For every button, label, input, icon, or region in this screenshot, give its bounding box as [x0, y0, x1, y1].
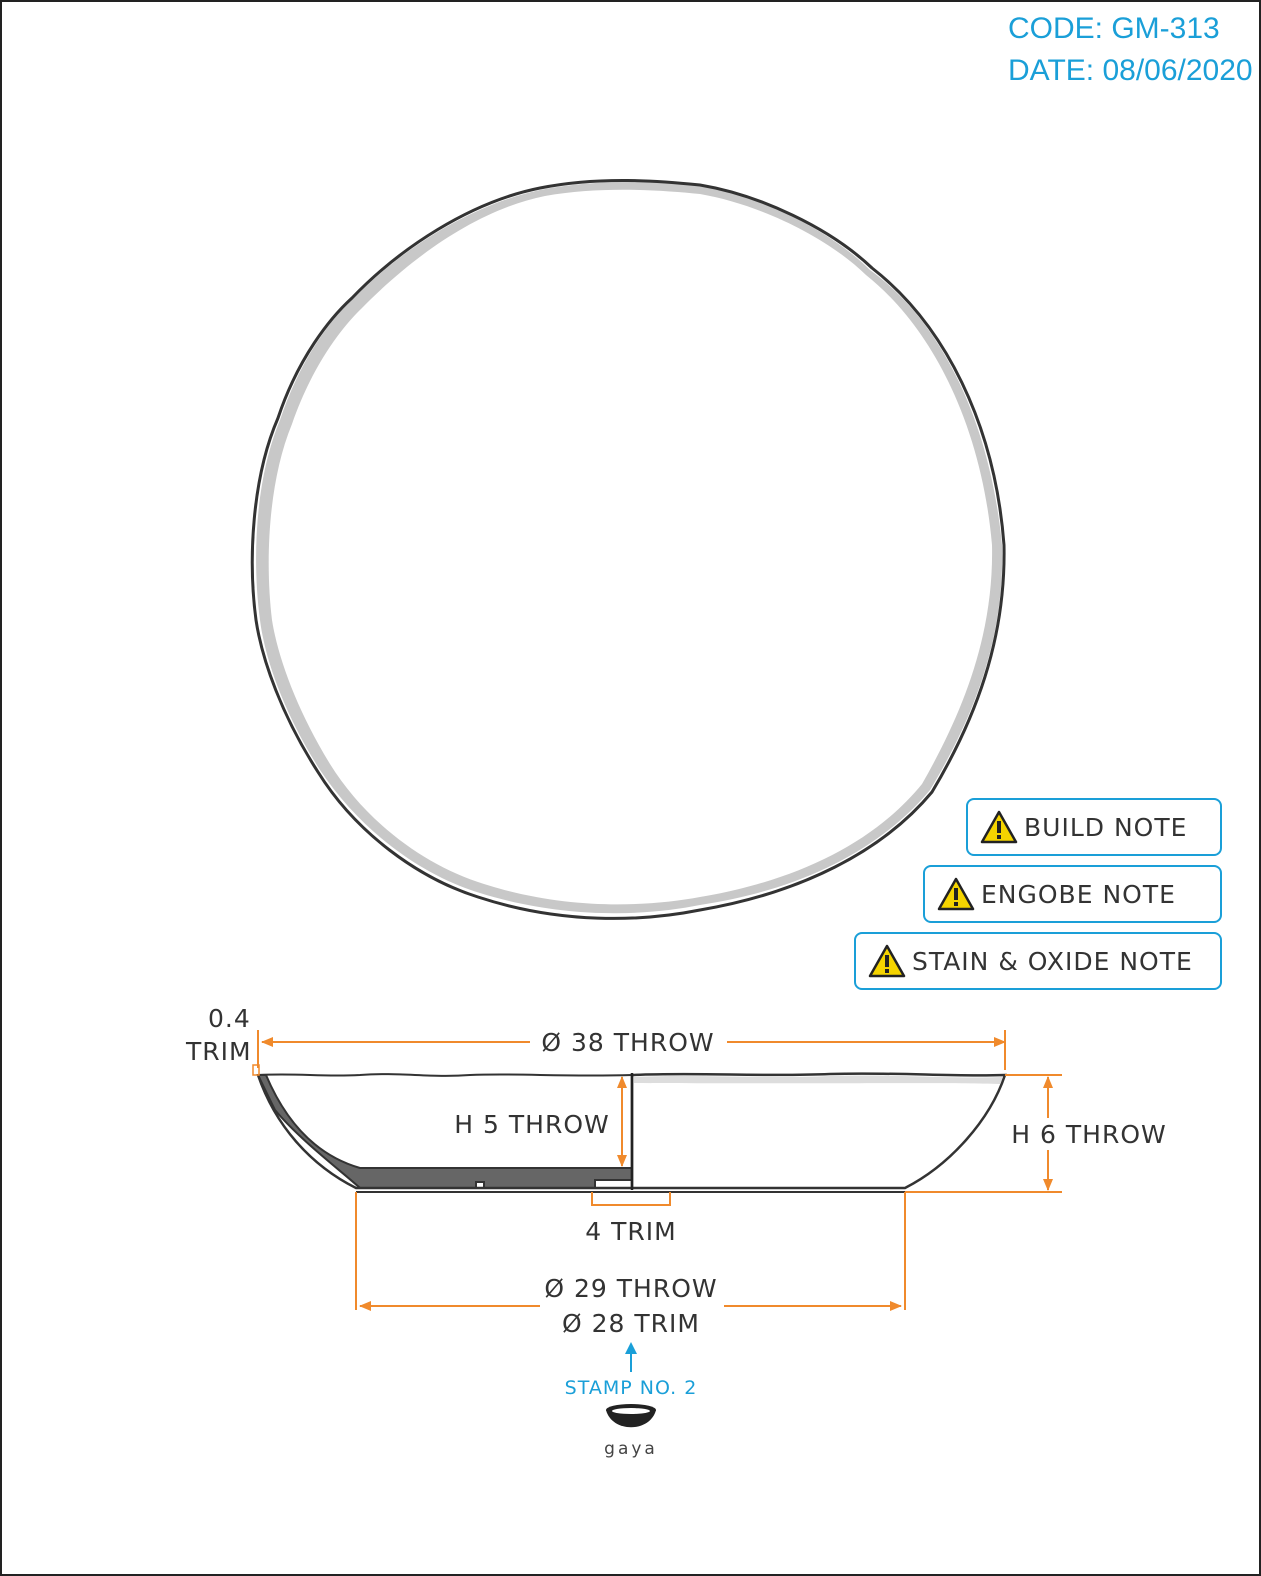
dim-foot-trim	[591, 1192, 671, 1206]
top-view	[250, 178, 1006, 920]
plate-exterior-right	[630, 1072, 1007, 1190]
rim-trim-marker	[252, 1064, 260, 1076]
height-inner-label: H 5 THROW	[454, 1110, 609, 1139]
height-outer-label: H 6 THROW	[1011, 1120, 1166, 1149]
stamp-arrow-head	[625, 1342, 637, 1354]
rim-line-left	[257, 1073, 633, 1077]
diameter-base-trim-label: Ø 28 TRIM	[562, 1309, 700, 1338]
engobe-note-label: ENGOBE NOTE	[981, 879, 1176, 909]
foot-trim-label: 4 TRIM	[585, 1217, 676, 1246]
rim-trim-value: 0.4	[208, 1004, 251, 1033]
stain-oxide-note-button[interactable]: STAIN & OXIDE NOTE	[854, 932, 1222, 990]
engobe-note-button[interactable]: ENGOBE NOTE	[923, 865, 1222, 923]
dimension-labels: 0.4 TRIM Ø 38 THROW H 5 THROW H 6 THROW …	[185, 1004, 1166, 1338]
stamp-label: STAMP NO. 2	[565, 1377, 698, 1399]
warning-icon	[868, 944, 906, 978]
build-note-button[interactable]: BUILD NOTE	[966, 798, 1222, 856]
bowl-logo-inner	[612, 1408, 650, 1414]
plate-inner-face	[268, 189, 993, 905]
rim-trim-unit: TRIM	[185, 1037, 252, 1066]
diameter-base-throw-label: Ø 29 THROW	[544, 1274, 717, 1303]
logo-text: gaya	[604, 1439, 658, 1459]
plate-top-outline	[250, 178, 1006, 920]
stamp-callout: STAMP NO. 2 gaya	[565, 1342, 698, 1459]
dimensions	[257, 1030, 1062, 1311]
build-note-label: BUILD NOTE	[1024, 812, 1188, 842]
date-label: DATE: 08/06/2020	[1008, 54, 1253, 87]
gaya-logo: gaya	[604, 1404, 658, 1459]
code-label: CODE: GM-313	[1008, 12, 1220, 45]
plate-exterior-left	[256, 1074, 632, 1190]
warning-icon	[937, 877, 975, 911]
warning-icon	[980, 810, 1018, 844]
rim-shade-right	[632, 1075, 1003, 1084]
diameter-top-label: Ø 38 THROW	[541, 1028, 714, 1057]
stain-oxide-note-label: STAIN & OXIDE NOTE	[912, 946, 1193, 976]
section-view	[252, 1064, 1007, 1193]
